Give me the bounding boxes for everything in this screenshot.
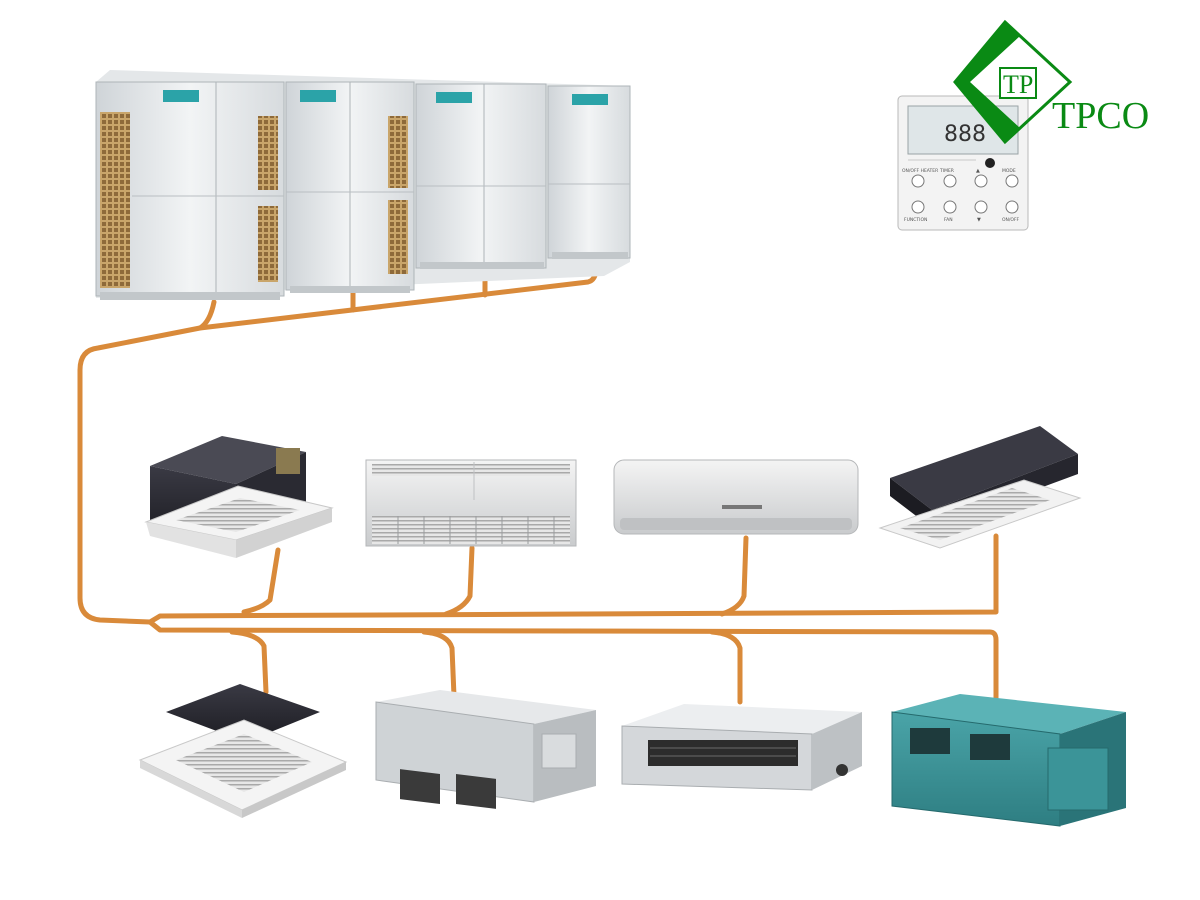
controller-button-function[interactable] (911, 200, 925, 214)
indoor-unit-high-static-duct (375, 690, 596, 809)
pipe-drop-top-1 (241, 547, 281, 615)
controller-label-7: ▼ (977, 217, 981, 223)
logo-chevron (955, 22, 1020, 142)
controller-indicator-led (985, 158, 995, 168)
controller-top-buttons: ON/OFF HEATER TIMER ▲ MODE (902, 168, 1019, 188)
controller-button-fan[interactable] (943, 200, 957, 214)
outdoor-unit-1 (95, 81, 285, 297)
controller-button-onoff[interactable] (1005, 200, 1019, 214)
indoor-unit-4-way-cassette (144, 436, 334, 558)
controller-label-4: MODE (1002, 168, 1016, 174)
logo-monogram-box (999, 67, 1037, 99)
outdoor-unit-4 (547, 85, 631, 259)
outdoor-unit-2 (285, 81, 415, 291)
pipe-drop-bottom-2 (421, 629, 457, 699)
indoor-unit-slim-duct (621, 704, 862, 791)
pipe-drop-top-2 (443, 545, 475, 617)
controller-button-timer[interactable] (943, 174, 957, 188)
refrigerant-piping (77, 255, 999, 705)
controller-button-up[interactable] (974, 174, 988, 188)
condenser-grille (100, 112, 130, 288)
tpco-logo: TP TPCO (953, 19, 1149, 145)
pipe-outdoor-header (77, 299, 217, 625)
status-display (163, 90, 199, 102)
controller-lcd-digits: 888 (944, 122, 986, 147)
status-display (300, 90, 336, 102)
controller-label-6: FAN (944, 217, 953, 223)
controller-label-1: ON/OFF HEATER (902, 168, 938, 174)
status-display (572, 94, 608, 105)
controller-label-5: FUNCTION (904, 217, 927, 223)
logo-monogram: TP (1003, 70, 1033, 99)
pipe-main-lower (147, 619, 999, 705)
pipe-main-upper (147, 533, 999, 625)
controller-label-2: TIMER (939, 168, 954, 174)
pipe-drop-top-3 (719, 535, 749, 617)
controller-label-8: ON/OFF (1002, 217, 1020, 223)
indoor-unit-ducted-ahu (891, 694, 1126, 827)
pipe-drop-bottom-1 (229, 629, 269, 695)
pipe-drop-bottom-3 (709, 629, 743, 705)
controller-button-down[interactable] (974, 200, 988, 214)
indoor-unit-floor-ceiling (365, 459, 577, 547)
outdoor-unit-3 (415, 83, 547, 269)
indoor-unit-1-way-cassette (878, 426, 1082, 549)
controller-button-mode[interactable] (1005, 174, 1019, 188)
indoor-unit-compact-cassette (138, 684, 348, 818)
logo-wordmark: TPCO (1052, 95, 1149, 137)
outdoor-units (95, 70, 631, 300)
status-display (436, 92, 472, 103)
controller-label-3: ▲ (976, 168, 980, 174)
controller-bottom-buttons: FUNCTION FAN ▼ ON/OFF (904, 200, 1020, 223)
controller-button-heater[interactable] (911, 174, 925, 188)
wired-controller: 888 ON/OFF HEATER TIMER ▲ MODE FUNCTION … (897, 95, 1029, 231)
indoor-unit-wall-mounted (613, 459, 859, 535)
